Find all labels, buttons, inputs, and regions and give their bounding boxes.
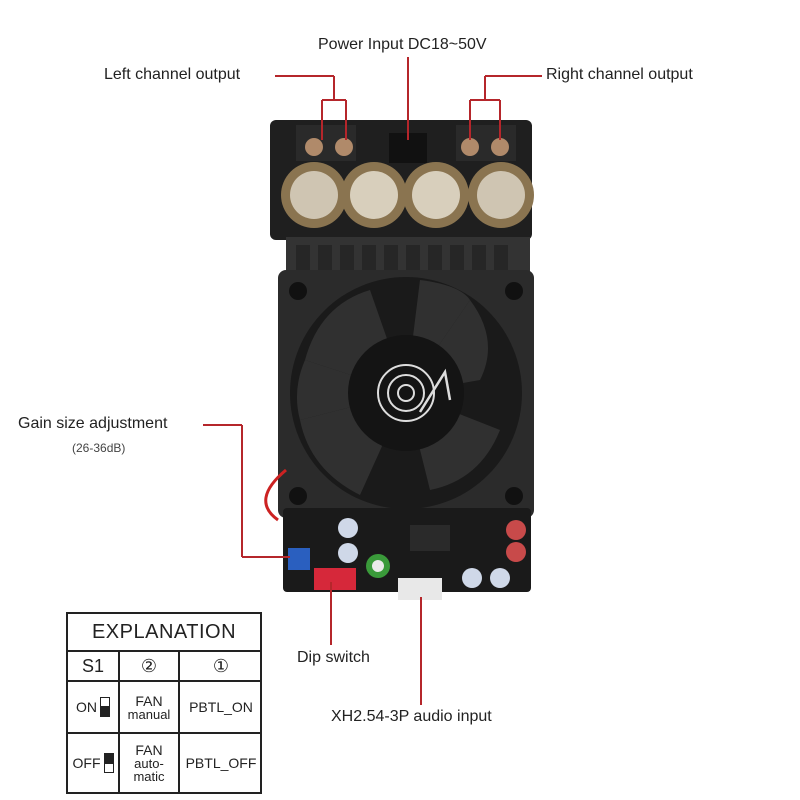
explanation-table: EXPLANATION S1 ② ① ON FAN manual PBTL_ON…: [66, 612, 262, 794]
fan-on-line1: FAN: [135, 692, 163, 709]
fan-manual-cell: FAN manual: [118, 682, 178, 732]
table-row-on: ON FAN manual PBTL_ON: [68, 680, 260, 732]
lower-pcb: [283, 508, 531, 600]
fan-auto-cell: FAN auto- matic: [118, 734, 178, 792]
gain-label: Gain size adjustment: [18, 415, 168, 432]
switch-off-cell: OFF: [68, 734, 118, 792]
cooling-fan: [278, 270, 534, 518]
pbtl-off-cell: PBTL_OFF: [178, 734, 262, 792]
audio-input-label: XH2.54-3P audio input: [331, 708, 492, 725]
power-input-label: Power Input DC18~50V: [318, 36, 487, 53]
pbtl-on-cell: PBTL_ON: [178, 682, 262, 732]
col-s1: S1: [81, 655, 105, 676]
switch-on-label: ON: [76, 699, 97, 715]
table-row-off: OFF FAN auto- matic PBTL_OFF: [68, 732, 260, 792]
callout-lines: [203, 57, 542, 705]
right-output-label: Right channel output: [546, 66, 693, 83]
right-terminal-block: [456, 125, 516, 161]
capacitors: [281, 162, 534, 228]
dip-switch-label: Dip switch: [297, 649, 370, 666]
switch-off-label: OFF: [72, 755, 101, 771]
fan-off-line3: matic: [133, 769, 165, 784]
col-2: ②: [118, 652, 178, 680]
left-output-label: Left channel output: [104, 66, 241, 83]
switch-on-icon: [100, 697, 110, 717]
table-title-row: EXPLANATION: [68, 614, 260, 650]
fan-on-line2: manual: [127, 706, 171, 722]
table-header-row: S1 ② ①: [68, 650, 260, 680]
table-title: EXPLANATION: [91, 620, 237, 643]
switch-off-icon: [103, 753, 114, 773]
col-1: ①: [178, 652, 262, 680]
fan-off-line2: auto-: [134, 756, 164, 771]
fan-off-line1: FAN: [135, 742, 163, 758]
switch-on-cell: ON: [68, 682, 118, 732]
gain-range-label: (26-36dB): [72, 441, 126, 455]
